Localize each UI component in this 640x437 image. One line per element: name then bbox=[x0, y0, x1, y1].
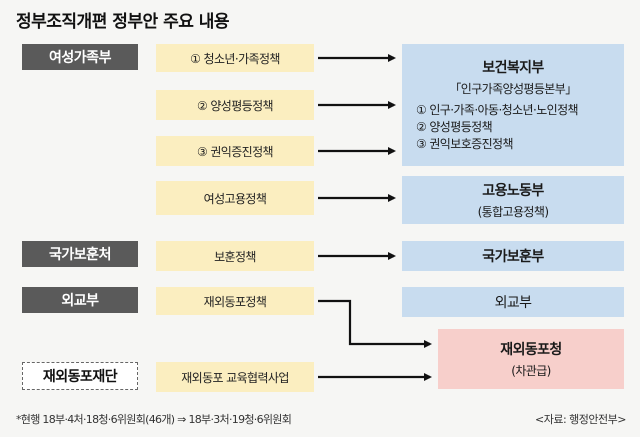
function-gender-equality: ② 양성평등정책 bbox=[156, 90, 314, 120]
target-bokji-bu: 보건복지부 「인구가족양성평등본부」 ① 인구·가족·아동·청소년·노인정책 ②… bbox=[402, 44, 624, 166]
target-bohun-bu: 국가보훈부 bbox=[402, 241, 624, 271]
function-overseas-korean-policy: 재외동포정책 bbox=[156, 287, 314, 315]
target-bokji-list: ① 인구·가족·아동·청소년·노인정책 ② 양성평등정책 ③ 권익보호증진정책 bbox=[416, 102, 579, 153]
list-item: ① 인구·가족·아동·청소년·노인정책 bbox=[416, 103, 579, 117]
page-title: 정부조직개편 정부안 주요 내용 bbox=[16, 12, 230, 32]
target-dongpo-sub: (차관급) bbox=[511, 364, 551, 378]
target-bokji-name: 보건복지부 bbox=[482, 60, 544, 76]
target-oegyo-bu: 외교부 bbox=[402, 287, 624, 317]
list-item: ③ 권익보호증진정책 bbox=[416, 137, 514, 151]
arrow-f6 bbox=[318, 299, 432, 348]
source-credit: <자료: 행정안전부> bbox=[535, 413, 626, 426]
footnote: *현행 18부·4처·18청·6위원회(46개) ⇒ 18부·3처·19청·6위… bbox=[16, 413, 292, 426]
target-dongpo-name: 재외동포청 bbox=[500, 342, 562, 358]
target-bohun-name: 국가보훈부 bbox=[482, 249, 544, 265]
target-nodong-name: 고용노동부 bbox=[482, 183, 544, 199]
target-nodong-sub: (통합고용정책) bbox=[477, 205, 549, 219]
target-dongpo-cheong: 재외동포청 (차관급) bbox=[438, 329, 624, 389]
target-bokji-sub: 「인구가족양성평등본부」 bbox=[449, 82, 577, 96]
source-oegyobu: 외교부 bbox=[22, 287, 138, 313]
function-women-employment: 여성고용정책 bbox=[156, 181, 314, 215]
function-veterans-policy: 보훈정책 bbox=[156, 241, 314, 271]
function-rights-promotion: ③ 권익증진정책 bbox=[156, 136, 314, 166]
source-jaeoe-dongpo-jaedan: 재외동포재단 bbox=[22, 362, 138, 390]
target-oegyo-name: 외교부 bbox=[494, 295, 532, 311]
target-nodong-bu: 고용노동부 (통합고용정책) bbox=[402, 176, 624, 224]
source-gukga-bohuncheo: 국가보훈처 bbox=[22, 241, 138, 267]
function-youth-family: ① 청소년·가족정책 bbox=[156, 44, 314, 72]
function-overseas-education: 재외동포 교육협력사업 bbox=[156, 362, 314, 392]
list-item: ② 양성평등정책 bbox=[416, 120, 493, 134]
source-yeoseong-gajok: 여성가족부 bbox=[22, 44, 138, 70]
